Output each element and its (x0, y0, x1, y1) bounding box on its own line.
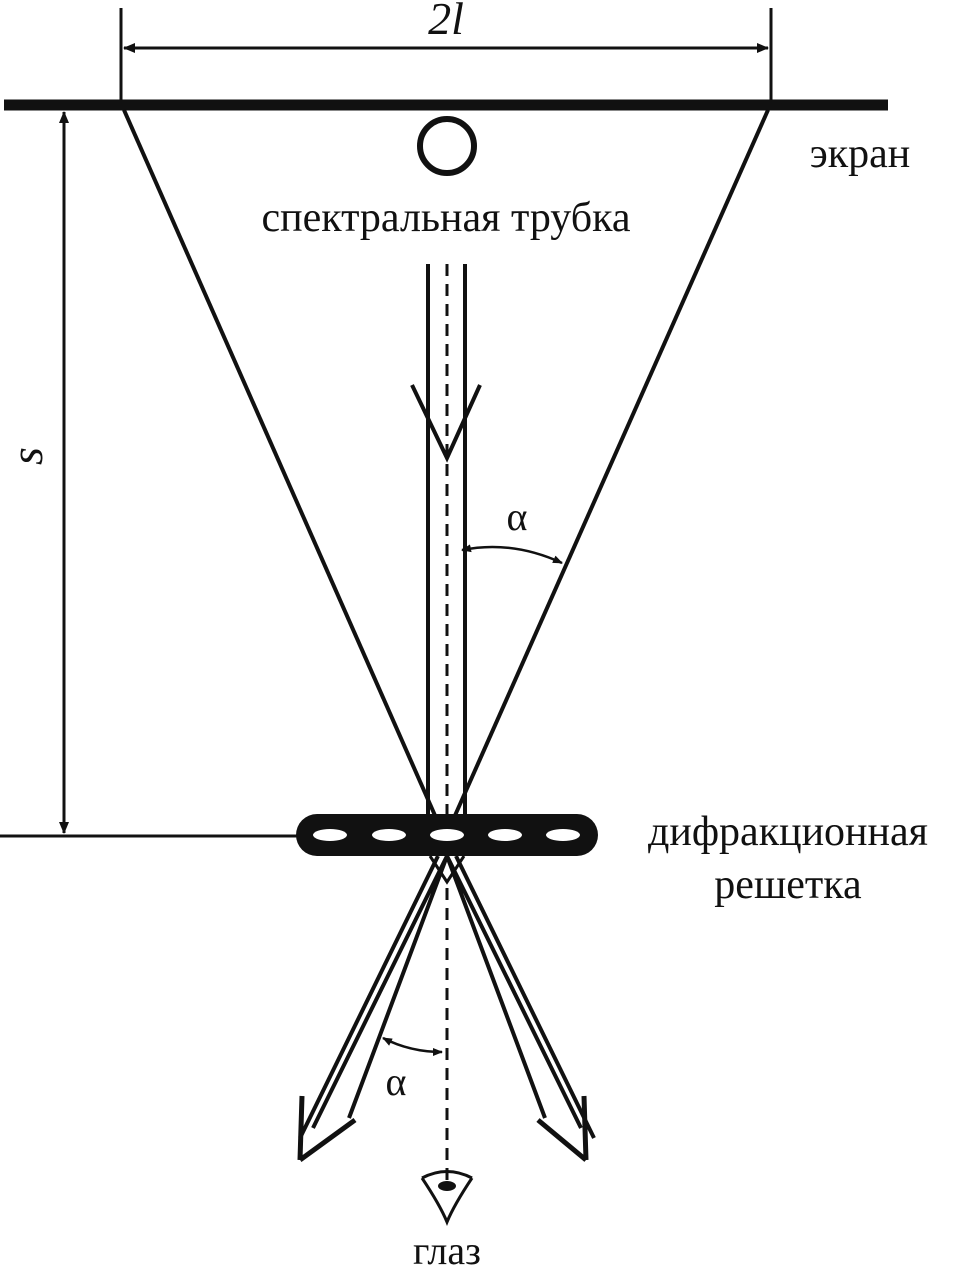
tube-label: спектральная трубка (261, 195, 630, 241)
spectral-tube-source (417, 116, 477, 176)
angle-alpha-top-arc (461, 544, 563, 565)
cone-right-line (451, 109, 770, 821)
distance-label: s (1, 447, 52, 465)
central-wedge (428, 855, 466, 885)
grating-slit (372, 829, 406, 841)
diffracted-beam-left-outer (298, 855, 440, 1139)
diffracted-beam-right-outer (454, 855, 596, 1139)
grating-slit (430, 829, 464, 841)
screen-label: экран (810, 131, 911, 177)
diffracted-beam-left-head (297, 1095, 357, 1163)
cone-left-line (122, 109, 439, 821)
grating-slit (546, 829, 580, 841)
grating-slit (488, 829, 522, 841)
grating-label-line2: решетка (714, 862, 862, 908)
grating-label-line1: дифракционная (648, 809, 928, 855)
diffracted-beam-left (311, 855, 449, 1129)
eye-icon (420, 1170, 474, 1226)
angle-alpha-bottom-arc (382, 1036, 443, 1056)
eye-pupil (438, 1181, 456, 1191)
eye-label: глаз (413, 1228, 481, 1271)
width-label: 2l (428, 0, 464, 44)
angle-alpha-top-label: α (507, 494, 528, 539)
incident-beam-arrowhead (410, 384, 482, 463)
diffracted-beam-right (445, 855, 583, 1129)
angle-alpha-bottom-label: α (386, 1059, 407, 1104)
diffracted-beam-right-head (536, 1095, 589, 1162)
grating-slit (313, 829, 347, 841)
